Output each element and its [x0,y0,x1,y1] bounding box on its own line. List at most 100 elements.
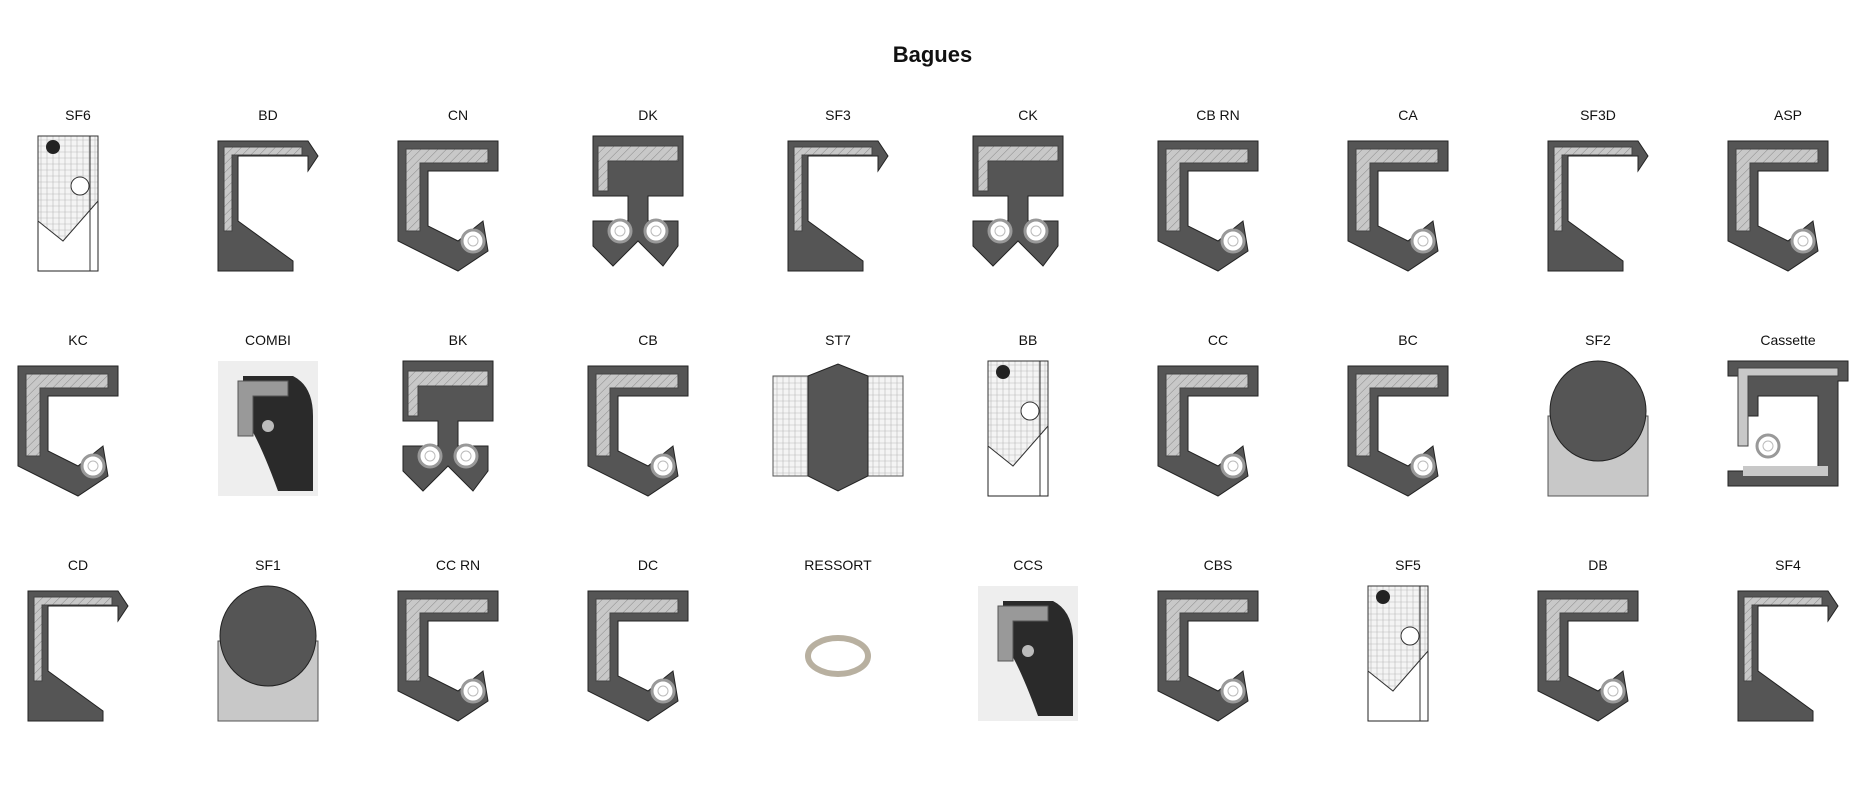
seal-lip-icon[interactable] [568,581,728,723]
seal-plain-icon[interactable] [758,131,918,273]
seal-line-icon[interactable] [1328,581,1488,723]
seal-label: DC [637,557,659,573]
seal-drawing [805,635,871,677]
seal-drawing [1347,365,1449,497]
seal-label: DK [638,107,658,123]
seal-drawing [1157,590,1259,722]
seal-item-bd[interactable]: BD [173,105,363,330]
seal-drawing [592,135,684,267]
seal-item-st7[interactable]: ST7 [743,330,933,555]
seal-label: KC [68,332,88,348]
seal-item-dk[interactable]: DK [553,105,743,330]
seal-item-cc-rn[interactable]: CC RN [363,555,553,780]
seal-item-sf3[interactable]: SF3 [743,105,933,330]
seal-plain-icon[interactable] [0,581,158,723]
seal-item-sf2[interactable]: SF2 [1503,330,1693,555]
seal-double-icon[interactable] [378,356,538,498]
seal-lip-icon[interactable] [378,131,538,273]
seal-oring-icon[interactable] [188,581,348,723]
seal-lip-icon[interactable] [1518,581,1678,723]
seal-item-sf6[interactable]: SF6 [0,105,173,330]
seal-item-cd[interactable]: CD [0,555,173,780]
seal-item-dc[interactable]: DC [553,555,743,780]
seal-item-cb-rn[interactable]: CB RN [1123,105,1313,330]
seal-lip-icon[interactable] [568,356,728,498]
seal-label: CC RN [435,557,481,573]
seal-label: CC [1207,332,1229,348]
seal-label: SF5 [1395,557,1421,573]
seal-item-kc[interactable]: KC [0,330,173,555]
seal-oring-icon[interactable] [1518,356,1678,498]
seal-drawing [587,590,689,722]
seal-drawing [1547,140,1649,272]
seal-item-cassette[interactable]: Cassette [1693,330,1865,555]
seal-lip-icon[interactable] [1328,131,1488,273]
seal-item-bk[interactable]: BK [363,330,553,555]
seal-plain-icon[interactable] [1518,131,1678,273]
seal-plain-icon[interactable] [188,131,348,273]
seal-lip-icon[interactable] [1328,356,1488,498]
seal-item-db[interactable]: DB [1503,555,1693,780]
seal-lip-icon[interactable] [1138,131,1298,273]
seal-item-ck[interactable]: CK [933,105,1123,330]
seal-item-combi[interactable]: COMBI [173,330,363,555]
seal-ring-icon[interactable] [758,581,918,723]
seal-photo-icon[interactable] [188,356,348,498]
seal-drawing [397,590,499,722]
seal-label: CA [1398,107,1418,123]
seal-double-icon[interactable] [948,131,1108,273]
seal-grid: SF6 BD CN DK SF3 CK CB RN CA SF3D ASP KC… [0,105,1865,780]
seal-drawing [987,360,1049,497]
seal-drawing [1737,590,1839,722]
seal-drawing [217,140,319,272]
seal-item-bc[interactable]: BC [1313,330,1503,555]
seal-item-cb[interactable]: CB [553,330,743,555]
seal-drawing [587,365,689,497]
seal-label: SF4 [1775,557,1801,573]
seal-label: SF3D [1580,107,1616,123]
seal-double-icon[interactable] [568,131,728,273]
seal-label: CB RN [1196,107,1240,123]
seal-item-sf3d[interactable]: SF3D [1503,105,1693,330]
seal-item-sf1[interactable]: SF1 [173,555,363,780]
seal-line-icon[interactable] [948,356,1108,498]
seal-item-cn[interactable]: CN [363,105,553,330]
seal-drawing [1157,140,1259,272]
seal-item-sf5[interactable]: SF5 [1313,555,1503,780]
seal-item-asp[interactable]: ASP [1693,105,1865,330]
seal-drawing [402,360,494,492]
seal-drawing [972,135,1064,267]
seal-drawing [1727,140,1829,272]
seal-photo-icon[interactable] [948,581,1108,723]
seal-line-icon[interactable] [0,131,158,273]
seal-item-ca[interactable]: CA [1313,105,1503,330]
seal-item-bb[interactable]: BB [933,330,1123,555]
seal-label: BD [258,107,278,123]
seal-lip-icon[interactable] [1138,356,1298,498]
seal-drawing [397,140,499,272]
seal-label: CCS [1013,557,1043,573]
seal-lip-icon[interactable] [378,581,538,723]
seal-item-ressort[interactable]: RESSORT [743,555,933,780]
seal-drawing [1347,140,1449,272]
seal-item-cbs[interactable]: CBS [1123,555,1313,780]
seal-label: RESSORT [804,557,872,573]
seal-item-sf4[interactable]: SF4 [1693,555,1865,780]
seal-lip-icon[interactable] [1708,131,1865,273]
seal-label: COMBI [245,332,291,348]
seal-lip-icon[interactable] [1138,581,1298,723]
seal-drawing [772,363,904,492]
seal-drawing [1367,585,1429,722]
seal-drawing [218,361,318,496]
seal-plain-icon[interactable] [1708,581,1865,723]
seal-label: CB [638,332,658,348]
seal-item-cc[interactable]: CC [1123,330,1313,555]
seal-label: SF6 [65,107,91,123]
seal-label: BB [1018,332,1038,348]
seal-label: Cassette [1760,332,1816,348]
seal-item-ccs[interactable]: CCS [933,555,1123,780]
seal-lip-icon[interactable] [0,356,158,498]
seal-block-icon[interactable] [758,356,918,498]
seal-cassette-icon[interactable] [1708,356,1865,498]
seal-label: BK [448,332,468,348]
